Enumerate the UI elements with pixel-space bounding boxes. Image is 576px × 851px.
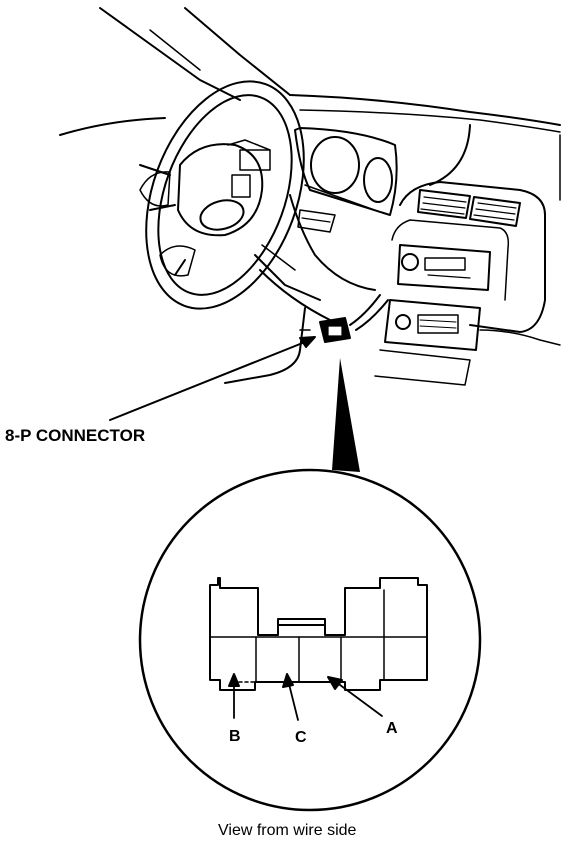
pin-b-label: B — [229, 728, 241, 745]
connector-label: 8-P CONNECTOR — [5, 426, 145, 445]
8p-connector-location — [319, 317, 351, 343]
steering-wheel — [139, 80, 321, 310]
callout-beam — [332, 358, 360, 472]
pin-a-arrow — [327, 676, 383, 717]
view-caption: View from wire side — [218, 822, 357, 839]
magnified-view: B C A — [138, 468, 482, 812]
pin-b-arrow — [228, 673, 240, 719]
dashboard-illustration — [59, 7, 561, 386]
pin-c-arrow — [282, 673, 299, 721]
connector-leader — [109, 336, 316, 421]
pin-c-label: C — [295, 729, 307, 746]
pin-a-label: A — [386, 720, 398, 737]
connector-face — [209, 577, 428, 691]
